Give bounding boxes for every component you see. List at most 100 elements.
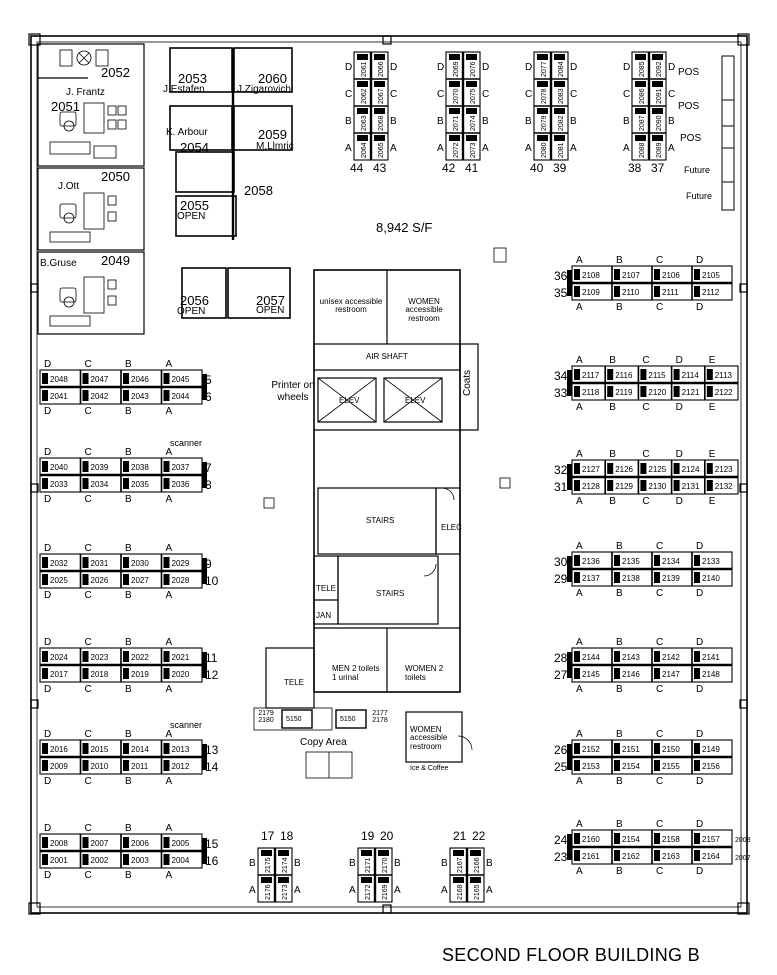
cluster-end-panel	[567, 834, 572, 860]
cubicle-letter: B	[125, 729, 132, 740]
column-number: 22	[472, 829, 486, 843]
cubicle-panel	[654, 572, 660, 583]
cubicle-letter: C	[642, 449, 649, 460]
cubicle-number: 2040	[50, 463, 68, 472]
cubicle-letter: B	[125, 870, 132, 881]
cubicle-number: 2167	[457, 857, 464, 873]
cubicle-panel	[361, 877, 372, 883]
cubicle-number: 2155	[662, 762, 680, 771]
cluster-end-panel	[567, 652, 572, 678]
cubicle-panel	[466, 81, 477, 87]
cubicle-letter: B	[486, 858, 493, 869]
cubicle-letter: D	[668, 62, 675, 73]
cubicle-panel	[123, 854, 129, 865]
cubicle-panel	[640, 463, 647, 474]
row-number: 26	[554, 743, 568, 757]
air-shaft: AIR SHAFT	[366, 352, 408, 361]
cubicle-number: 2154	[622, 835, 640, 844]
cubicle-letter: A	[576, 637, 583, 648]
cubicle-letter: A	[576, 255, 583, 266]
cubicle-number: 2045	[172, 375, 190, 384]
cubicle-letter: A	[576, 729, 583, 740]
cubicle-panel	[607, 463, 614, 474]
janitor-closet: JAN	[316, 611, 332, 620]
row-number: 27	[554, 668, 568, 682]
cubicle-number: 2080	[541, 142, 548, 158]
cubicle-number: 2074	[470, 115, 477, 131]
cubicle-number: 2065	[378, 142, 385, 158]
cubicle-letter: D	[696, 684, 703, 695]
cubicle-number: 2136	[582, 557, 600, 566]
cubicle-number: 2029	[172, 559, 190, 568]
cubicle-number: 2134	[662, 557, 680, 566]
cubicle-letter: D	[44, 590, 51, 601]
cubicle-letter: D	[696, 302, 703, 313]
cubicle-panel	[278, 850, 289, 856]
cubicle-panel	[449, 135, 460, 141]
row-number: 36	[554, 269, 568, 283]
cubicle-panel	[378, 850, 389, 856]
cubicle-number: 2156	[702, 762, 720, 771]
cubicle-number: 2142	[662, 653, 680, 662]
cubicle-number: 2058	[244, 183, 273, 198]
cubicle-panel	[123, 390, 129, 401]
cubicle-number: 2163	[662, 852, 680, 861]
cubicle-letter: A	[576, 684, 583, 695]
cubicle-panel	[673, 480, 680, 491]
cubicle-letter: C	[656, 684, 663, 695]
cubicle-panel	[42, 651, 48, 662]
cubicle-letter: D	[482, 62, 489, 73]
cubicle-letter: A	[166, 729, 173, 740]
cubicle-letter: B	[125, 684, 132, 695]
cubicle-letter: C	[85, 637, 92, 648]
telecom-room: TELE	[316, 584, 337, 593]
cubicle-letter: C	[345, 89, 352, 100]
cubicle-panel	[163, 461, 170, 472]
cubicle-letter: D	[696, 541, 703, 552]
column-number: 21	[453, 829, 467, 843]
cubicle-letter: B	[616, 684, 623, 695]
office-occupant: J.Ott	[58, 181, 80, 192]
column-number: 41	[465, 161, 479, 175]
future-label: Future	[686, 191, 713, 201]
cubicle-letter: C	[85, 776, 92, 787]
cubicle-panel	[706, 369, 713, 380]
women-restroom: WOMEN 2 toilets	[405, 664, 444, 683]
cubicle-panel	[82, 651, 89, 662]
cubicle-letter: E	[709, 402, 716, 413]
cubicle-number: 2121	[682, 388, 700, 397]
cubicle-panel	[635, 108, 646, 114]
cubicle-number: 2027	[131, 576, 149, 585]
side-number: 2007	[735, 855, 751, 862]
cubicle-letter: D	[696, 588, 703, 599]
cubicle-number: 2031	[91, 559, 109, 568]
cubicle-number: 2079	[541, 115, 548, 131]
cubicle-panel	[694, 743, 700, 754]
row-number: 8	[205, 478, 212, 492]
cubicle-panel	[640, 386, 647, 397]
cubicle-number: 2064	[361, 142, 368, 158]
cubicle-letter: D	[390, 62, 397, 73]
cubicle-panel	[163, 390, 170, 401]
cubicle-number: 2107	[622, 271, 640, 280]
cubicle-letter: B	[623, 116, 630, 127]
cubicle-panel	[706, 386, 713, 397]
cubicle-number: 2073	[470, 142, 477, 158]
row-number: 34	[554, 369, 568, 383]
cubicle-panel	[537, 108, 548, 114]
cubicle-letter: D	[676, 355, 683, 366]
cubicle-letter: A	[623, 143, 630, 154]
cubicle-panel	[694, 651, 700, 662]
cubicle-number: 2076	[470, 61, 477, 77]
cubicle-panel	[652, 54, 663, 60]
cubicle-panel	[42, 760, 48, 771]
cubicle-number: 2002	[91, 856, 109, 865]
cubicle-panel	[357, 108, 368, 114]
cubicle-number: 2082	[558, 115, 565, 131]
cubicle-number: 2044	[172, 392, 190, 401]
cubicle-number: 2088	[639, 142, 646, 158]
cubicle-panel	[123, 743, 129, 754]
cubicle-panel	[123, 837, 129, 848]
row-number: 23	[554, 850, 568, 864]
